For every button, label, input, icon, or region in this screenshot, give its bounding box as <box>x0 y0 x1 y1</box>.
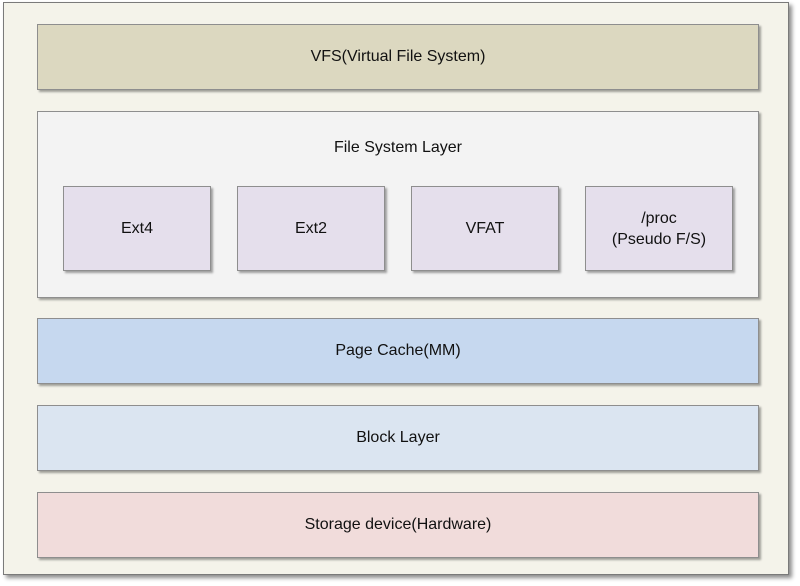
diagram-frame: VFS(Virtual File System) File System Lay… <box>3 2 789 575</box>
proc-label: /proc <box>641 209 677 227</box>
vfs-layer: VFS(Virtual File System) <box>37 24 759 90</box>
vfat-box: VFAT <box>411 186 559 271</box>
ext2-label: Ext2 <box>294 220 327 237</box>
vfs-layer-label: VFS(Virtual File System) <box>310 48 486 65</box>
ext2-box: Ext2 <box>237 186 385 271</box>
page-cache-layer-label: Page Cache(MM) <box>335 342 461 359</box>
ext4-box: Ext4 <box>63 186 211 271</box>
file-system-layer-title: File System Layer <box>333 139 463 156</box>
block-layer: Block Layer <box>37 405 759 471</box>
proc-sublabel: (Pseudo F/S) <box>611 230 707 248</box>
storage-device-layer-label: Storage device(Hardware) <box>304 516 492 533</box>
page-cache-layer: Page Cache(MM) <box>37 318 759 384</box>
ext4-label: Ext4 <box>120 220 153 237</box>
file-system-layer: File System Layer Ext4 Ext2 VFAT /proc (… <box>37 111 759 298</box>
storage-device-layer: Storage device(Hardware) <box>37 492 759 558</box>
vfat-label: VFAT <box>465 220 505 237</box>
block-layer-label: Block Layer <box>356 429 440 446</box>
proc-box: /proc (Pseudo F/S) <box>585 186 733 271</box>
